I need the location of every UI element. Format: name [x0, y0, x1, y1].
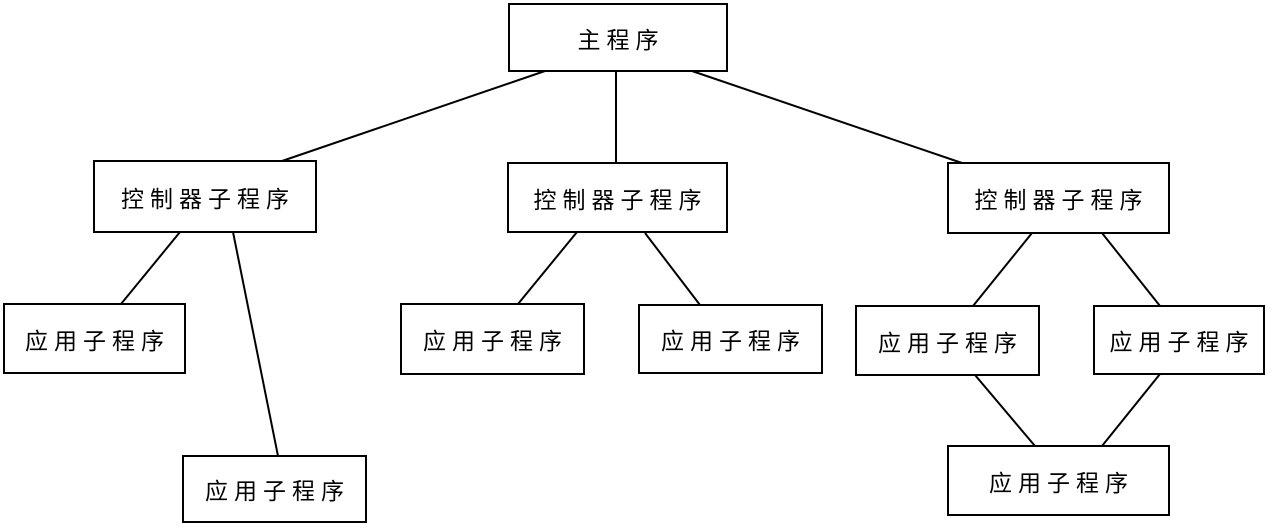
edge-controller1-app1	[120, 231, 181, 305]
edge-controller2-app4	[644, 232, 701, 306]
edge-controller3-app6	[1101, 232, 1161, 307]
node-application-subprogram-5: 应用子程序	[855, 305, 1040, 376]
edge-controller2-app3	[517, 231, 578, 305]
node-application-subprogram-3: 应用子程序	[400, 303, 585, 375]
node-controller-subprogram-2: 控制器子程序	[507, 162, 728, 233]
node-application-subprogram-6: 应用子程序	[1093, 305, 1265, 375]
node-main-program: 主程序	[508, 3, 728, 72]
edge-controller1-app2	[232, 231, 279, 457]
node-application-subprogram-2: 应用子程序	[182, 455, 367, 523]
node-application-subprogram-7: 应用子程序	[947, 445, 1170, 516]
edge-app5-app7	[974, 374, 1036, 447]
edge-main-controller3	[691, 70, 963, 164]
node-application-subprogram-1: 应用子程序	[3, 303, 186, 374]
edge-controller3-app5	[972, 232, 1033, 307]
edge-main-controller1	[281, 70, 546, 162]
edge-app6-app7	[1101, 373, 1161, 447]
node-controller-subprogram-1: 控制器子程序	[93, 160, 317, 233]
node-application-subprogram-4: 应用子程序	[638, 304, 823, 374]
node-controller-subprogram-3: 控制器子程序	[947, 162, 1170, 234]
